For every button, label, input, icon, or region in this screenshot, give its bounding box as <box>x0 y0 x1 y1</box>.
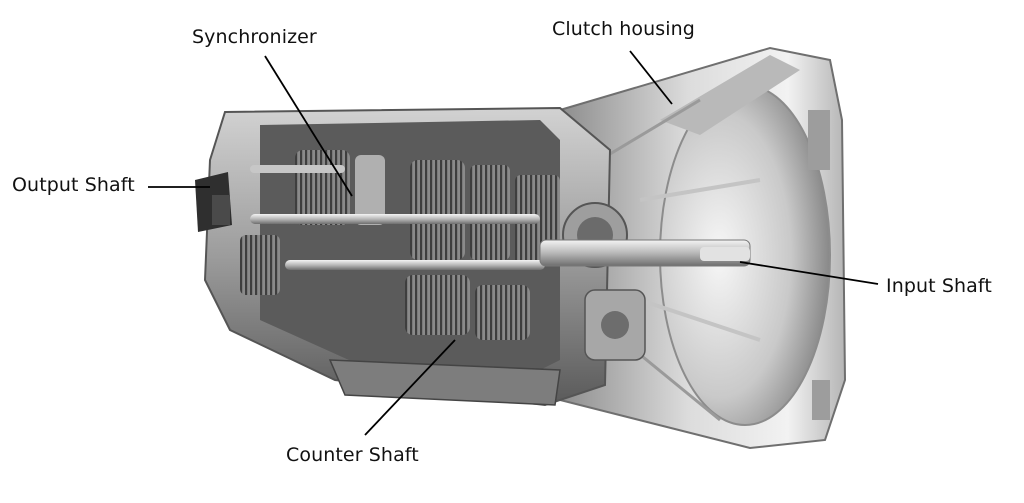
leader-lines <box>148 50 879 436</box>
output-flange-illustration <box>195 172 232 232</box>
clutch-housing-leader <box>629 50 673 105</box>
synchronizer-leader <box>264 55 353 197</box>
input-shaft-label: Input Shaft <box>886 275 992 297</box>
pump-illustration <box>584 289 646 361</box>
counter-shaft-label: Counter Shaft <box>286 444 419 466</box>
synchronizer-label: Synchronizer <box>192 26 317 48</box>
output-shaft-label: Output Shaft <box>12 174 135 196</box>
input-shaft-leader <box>739 261 879 285</box>
shafts-illustration <box>250 165 751 270</box>
counter-shaft-leader <box>364 339 456 436</box>
clutch-housing-label: Clutch housing <box>552 18 695 40</box>
